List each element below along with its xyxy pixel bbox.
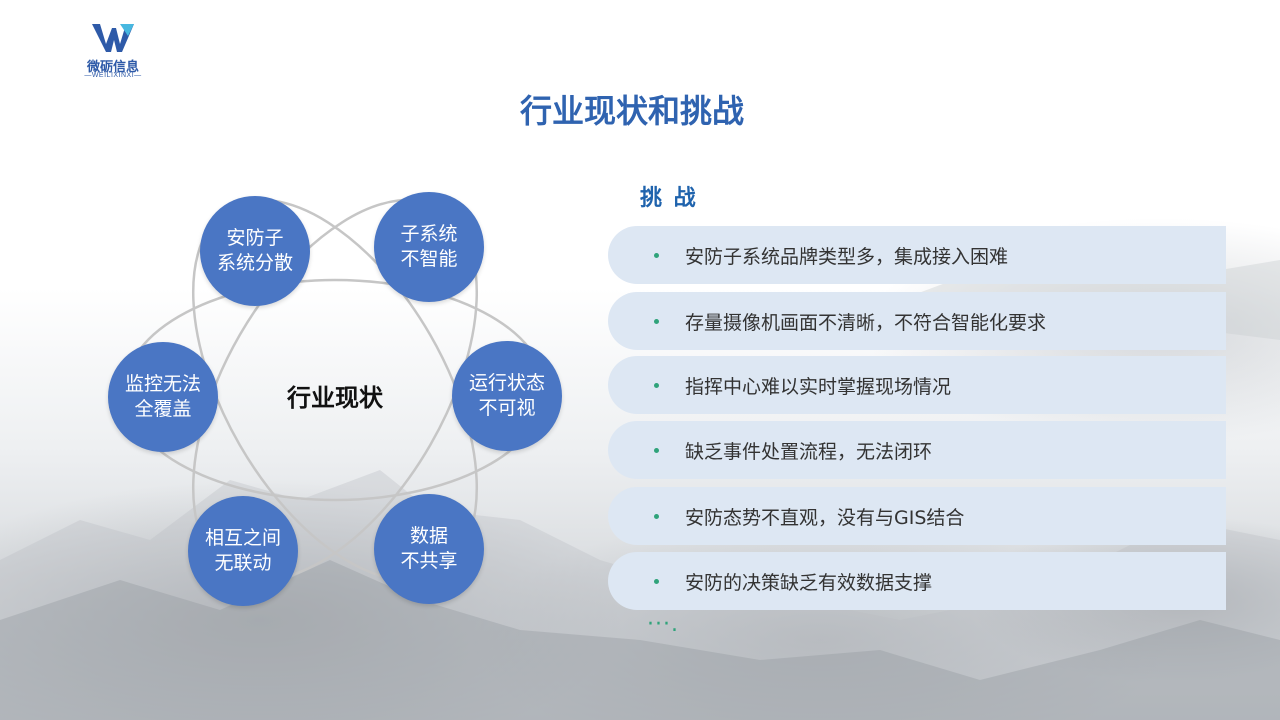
challenge-text: 安防的决策缺乏有效数据支撑 xyxy=(685,571,933,594)
logo-w-icon xyxy=(92,24,134,52)
logo-name-en: —WEILIXINXI— xyxy=(84,72,142,79)
bullet-dot-icon xyxy=(654,513,659,519)
challenge-text: 存量摄像机画面不清晰，不符合智能化要求 xyxy=(685,311,1047,334)
challenge-item: 指挥中心难以实时掌握现场情况 xyxy=(608,356,1226,414)
challenge-item: 安防态势不直观，没有与GIS结合 xyxy=(608,487,1226,545)
bullet-dot-icon xyxy=(654,447,659,453)
bullet-dot-icon xyxy=(654,382,659,388)
challenge-text: 安防态势不直观，没有与GIS结合 xyxy=(685,506,965,529)
challenges-heading: 挑 战 xyxy=(640,186,698,211)
challenge-item: 缺乏事件处置流程，无法闭环 xyxy=(608,421,1226,479)
logo-name-cn: 微砺信息 xyxy=(86,60,139,75)
status-circle-subsystem-not-smart: 子系统 不智能 xyxy=(374,192,484,302)
more-ellipsis: ···. xyxy=(647,612,679,637)
challenge-text: 缺乏事件处置流程，无法闭环 xyxy=(685,440,933,463)
bullet-dot-icon xyxy=(654,578,659,584)
status-center-label: 行业现状 xyxy=(287,384,383,412)
challenge-text: 安防子系统品牌类型多，集成接入困难 xyxy=(685,245,1009,268)
challenge-item: 安防的决策缺乏有效数据支撑 xyxy=(608,552,1226,610)
status-circle-subsystem-scattered: 安防子 系统分散 xyxy=(200,196,310,306)
page-title: 行业现状和挑战 xyxy=(519,92,744,130)
bullet-dot-icon xyxy=(654,252,659,258)
status-circle-state-invisible: 运行状态 不可视 xyxy=(452,341,562,451)
challenge-text: 指挥中心难以实时掌握现场情况 xyxy=(685,375,952,398)
company-logo: 微砺信息 —WEILIXINXI— xyxy=(72,22,154,84)
status-circle-coverage-gap: 监控无法 全覆盖 xyxy=(108,342,218,452)
challenge-item: 安防子系统品牌类型多，集成接入困难 xyxy=(608,226,1226,284)
challenge-item: 存量摄像机画面不清晰，不符合智能化要求 xyxy=(608,292,1226,350)
status-circle-no-linkage: 相互之间 无联动 xyxy=(188,496,298,606)
bullet-dot-icon xyxy=(654,318,659,324)
status-circle-data-not-shared: 数据 不共享 xyxy=(374,494,484,604)
